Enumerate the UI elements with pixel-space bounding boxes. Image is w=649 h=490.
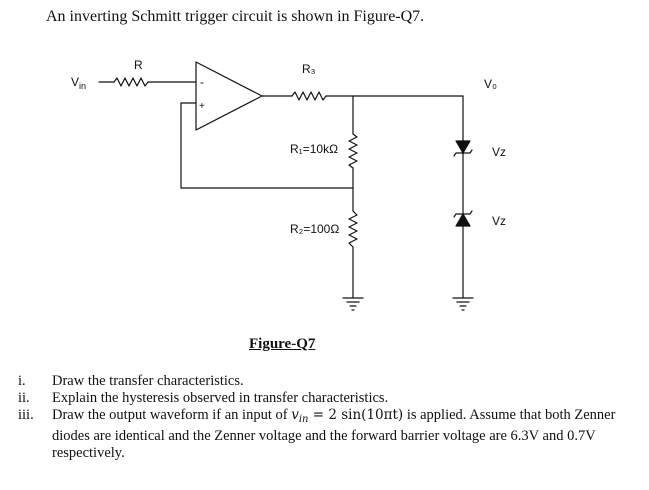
question-item: ii. Explain the hysteresis observed in t… (18, 390, 638, 407)
ground-icon (342, 297, 364, 311)
vin-label: Vin (71, 75, 86, 91)
figure-caption: Figure-Q7 (249, 336, 316, 352)
question-text: Explain the hysteresis observed in trans… (52, 390, 389, 406)
question-item: i. Draw the transfer characteristics. (18, 373, 638, 390)
resistor-r2 (348, 210, 358, 248)
question-number: ii. (18, 390, 30, 406)
vz-bottom-label: Vz (492, 214, 506, 228)
r2-label: R₂=100Ω (290, 222, 339, 236)
r3-label: R₃ (302, 62, 316, 76)
intro-text: An inverting Schmitt trigger circuit is … (46, 8, 425, 25)
question-item: iii. Draw the output waveform if an inpu… (18, 407, 638, 462)
ground-icon (452, 297, 474, 311)
opamp-plus: + (199, 101, 205, 112)
question-list: i. Draw the transfer characteristics. ii… (18, 373, 638, 462)
r1-label: R₁=10kΩ (290, 142, 338, 156)
opamp-minus: - (200, 75, 204, 89)
resistor-r (113, 77, 149, 87)
resistor-r3 (291, 91, 327, 101)
opamp-symbol (195, 61, 263, 131)
question-number: i. (18, 373, 26, 389)
question-number: iii. (18, 407, 34, 423)
r-label: R (134, 58, 143, 72)
vz-top-label: Vz (492, 145, 506, 159)
question-text: Draw the transfer characteristics. (52, 373, 244, 389)
question-text: Draw the output waveform if an input of … (52, 407, 616, 461)
input-equation: vin = 2 sin(10πt) (291, 407, 404, 425)
vo-label: V₀ (484, 77, 497, 91)
resistor-r1 (348, 133, 358, 169)
